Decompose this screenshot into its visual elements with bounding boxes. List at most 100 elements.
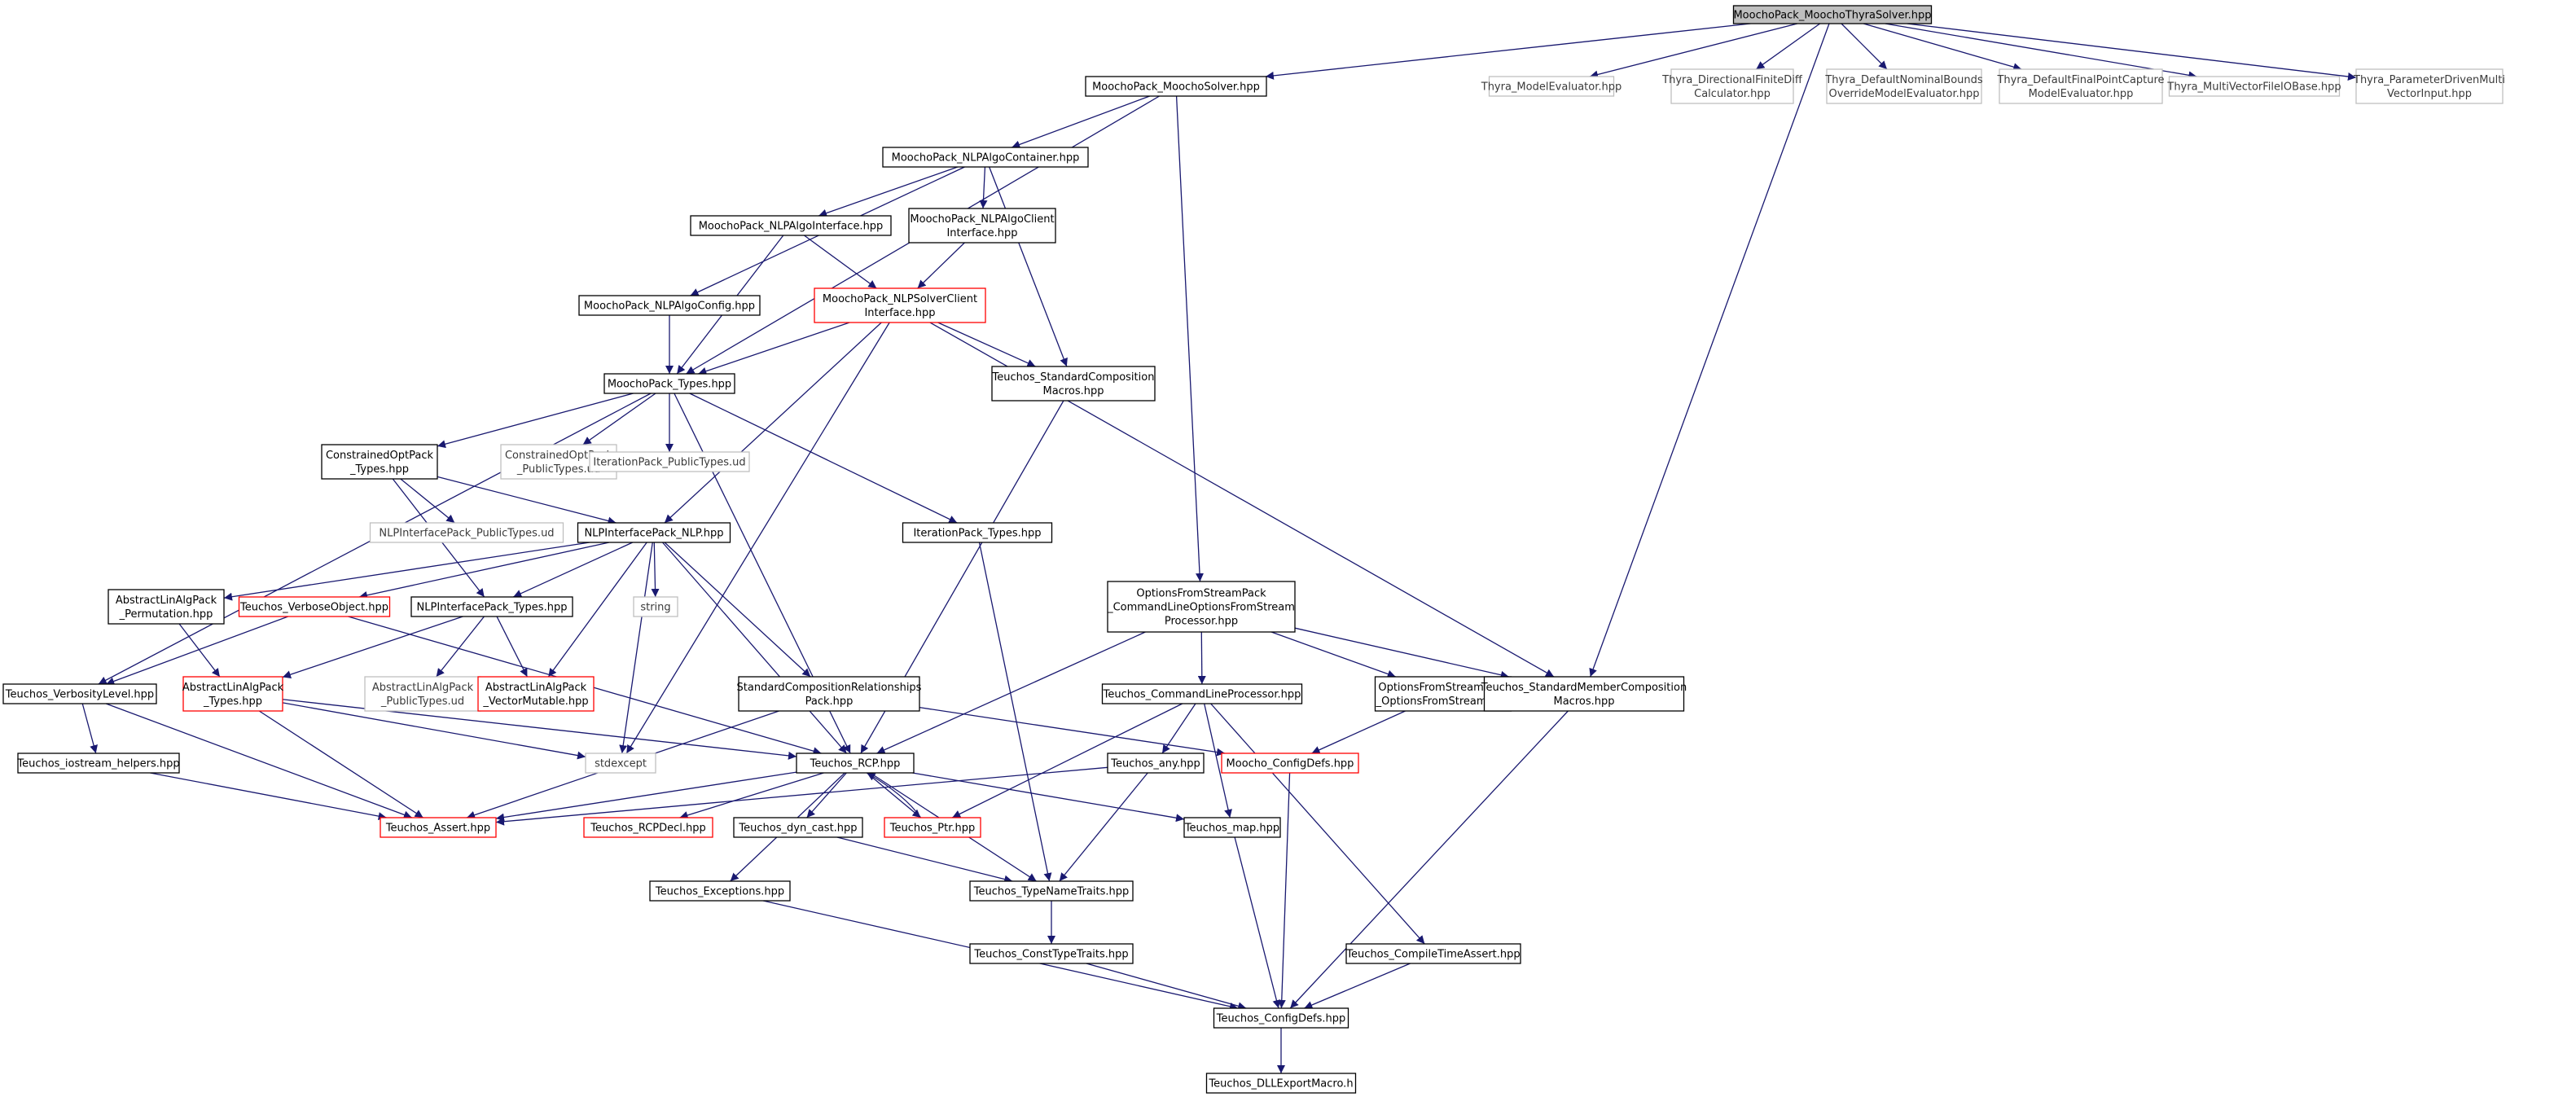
node-box-solver — [1085, 76, 1267, 97]
node-box-verbose_obj — [238, 596, 391, 617]
node-any[interactable]: Teuchos_any.hpp — [1107, 753, 1205, 774]
node-exceptions[interactable]: Teuchos_Exceptions.hpp — [649, 880, 791, 902]
node-iostream_helpers[interactable]: Teuchos_iostream_helpers.hpp — [16, 753, 180, 774]
node-const_type[interactable]: Teuchos_ConstTypeTraits.hpp — [969, 943, 1134, 964]
node-solver[interactable]: MoochoPack_MoochoSolver.hpp — [1085, 76, 1267, 97]
edge-moocho_config-to-config_defs — [1277, 772, 1291, 1009]
node-dyn_cast[interactable]: Teuchos_dyn_cast.hpp — [733, 817, 863, 838]
node-box-solver_client — [814, 287, 986, 323]
node-copt_types[interactable]: ConstrainedOptPack_Types.hpp — [321, 444, 438, 480]
node-box-iter_public — [589, 451, 750, 472]
node-iter_types[interactable]: IterationPack_Types.hpp — [902, 522, 1053, 543]
edge-ofs_clo-to-ofs_ofs — [1270, 631, 1396, 678]
node-label-verbosity: Teuchos_VerbosityLevel.hpp — [5, 689, 154, 701]
node-label-thyra_me: Thyra_ModelEvaluator.hpp — [1481, 81, 1622, 94]
node-algo_config[interactable]: MoochoPack_NLPAlgoConfig.hpp — [578, 295, 761, 316]
node-label-iostream_helpers: Teuchos_iostream_helpers.hpp — [16, 758, 179, 770]
node-config_defs[interactable]: Teuchos_ConfigDefs.hpp — [1213, 1007, 1349, 1029]
edge-root-to-thyra_dfp — [1863, 23, 2022, 72]
node-label-ofs_clo: OptionsFromStreamPack — [1136, 588, 1266, 600]
node-box-rcp_decl — [583, 817, 713, 838]
node-thyra_pdm: Thyra_ParameterDrivenMultiVectorInput.hp… — [2353, 68, 2505, 104]
node-verbosity[interactable]: Teuchos_VerbosityLevel.hpp — [2, 683, 157, 704]
node-compile_assert[interactable]: Teuchos_CompileTimeAssert.hpp — [1345, 943, 1521, 964]
node-label-std_member_macros: Macros.hpp — [1554, 695, 1615, 708]
node-nlp_types[interactable]: NLPInterfacePack_Types.hpp — [410, 596, 573, 617]
node-label-thyra_dfp: Thyra_DefaultFinalPointCapture — [1996, 74, 2164, 86]
node-box-verbosity — [2, 683, 157, 704]
node-dll_export[interactable]: Teuchos_DLLExportMacro.h — [1205, 1073, 1357, 1094]
edge-verbosity-to-iostream_helpers — [81, 703, 98, 754]
node-box-stdexcept — [585, 753, 656, 774]
node-label-dll_export: Teuchos_DLLExportMacro.h — [1208, 1078, 1353, 1090]
node-nlp_public: NLPInterfacePack_PublicTypes.ud — [369, 522, 564, 543]
node-ala_types[interactable]: AbstractLinAlgPack_Types.hpp — [182, 676, 284, 712]
node-box-rcp — [796, 753, 915, 774]
node-ptr[interactable]: Teuchos_Ptr.hpp — [884, 817, 981, 838]
node-box-map — [1183, 817, 1281, 838]
node-rcp[interactable]: Teuchos_RCP.hpp — [796, 753, 915, 774]
node-ala_perm[interactable]: AbstractLinAlgPack_Permutation.hpp — [108, 589, 225, 625]
node-box-exceptions — [649, 880, 791, 902]
node-label-types: MoochoPack_Types.hpp — [608, 379, 731, 391]
node-algo_interface[interactable]: MoochoPack_NLPAlgoInterface.hpp — [690, 215, 892, 236]
node-label-copt_public: ConstrainedOptPack — [505, 450, 613, 462]
node-root[interactable]: MoochoPack_MoochoThyraSolver.hpp — [1732, 5, 1933, 24]
node-box-thyra_me — [1488, 76, 1615, 97]
node-box-dll_export — [1205, 1073, 1357, 1094]
node-assert[interactable]: Teuchos_Assert.hpp — [380, 817, 497, 838]
node-box-ala_types — [182, 676, 283, 712]
node-rcp_decl[interactable]: Teuchos_RCPDecl.hpp — [583, 817, 713, 838]
node-box-nlp — [577, 522, 731, 543]
node-algo_container[interactable]: MoochoPack_NLPAlgoContainer.hpp — [882, 147, 1089, 168]
node-label-scr_pack: StandardCompositionRelationships — [737, 682, 922, 694]
edge-std_member_macros-to-config_defs — [1289, 710, 1569, 1009]
node-box-std_member_macros — [1483, 676, 1685, 712]
node-box-scr_pack — [738, 676, 920, 712]
edge-nlp-to-rcp — [661, 542, 848, 754]
node-std_member_macros[interactable]: Teuchos_StandardMemberCompositionMacros.… — [1481, 676, 1687, 712]
edge-nlp-to-scr_pack — [664, 542, 811, 678]
edge-root-to-thyra_dnb — [1841, 23, 1888, 70]
node-box-root — [1732, 5, 1933, 24]
node-ala_vecmut[interactable]: AbstractLinAlgPack_VectorMutable.hpp — [477, 676, 595, 712]
node-label-thyra_dfp: ModelEvaluator.hpp — [2029, 88, 2134, 100]
node-label-ptr: Teuchos_Ptr.hpp — [889, 823, 976, 835]
node-label-copt_types: ConstrainedOptPack — [326, 450, 434, 462]
edge-ofs_clo-to-rcp — [876, 631, 1146, 754]
edge-types-to-copt_public — [582, 393, 656, 445]
node-box-types — [603, 373, 735, 394]
node-box-type_name — [969, 880, 1134, 902]
node-ofs_clo[interactable]: OptionsFromStreamPack_CommandLineOptions… — [1107, 581, 1296, 633]
node-types[interactable]: MoochoPack_Types.hpp — [603, 373, 735, 394]
node-clp[interactable]: Teuchos_CommandLineProcessor.hpp — [1101, 683, 1303, 704]
node-thyra_mvf: Thyra_MultiVectorFileIOBase.hpp — [2166, 76, 2341, 97]
edge-nlp-to-string — [651, 542, 660, 598]
node-type_name[interactable]: Teuchos_TypeNameTraits.hpp — [969, 880, 1134, 902]
node-label-root: MoochoPack_MoochoThyraSolver.hpp — [1733, 10, 1931, 22]
node-label-ala_public: AbstractLinAlgPack — [372, 682, 474, 694]
edge-clp-to-compile_assert — [1210, 703, 1425, 945]
node-map[interactable]: Teuchos_map.hpp — [1183, 817, 1281, 838]
node-label-std_comp_macros: Teuchos_StandardComposition — [992, 371, 1155, 384]
edge-iostream_helpers-to-assert — [150, 772, 387, 821]
node-box-std_comp_macros — [991, 366, 1156, 402]
node-moocho_config[interactable]: Moocho_ConfigDefs.hpp — [1221, 753, 1359, 774]
node-nlp[interactable]: NLPInterfacePack_NLP.hpp — [577, 522, 731, 543]
edge-nlp-to-verbose_obj — [358, 542, 610, 599]
node-ala_public: AbstractLinAlgPack_PublicTypes.ud — [364, 676, 481, 712]
edge-root-to-thyra_me — [1589, 23, 1798, 79]
edge-copt_types-to-nlp_public — [400, 478, 455, 524]
node-thyra_dfd: Thyra_DirectionalFiniteDiffCalculator.hp… — [1661, 68, 1803, 104]
node-label-stdexcept: stdexcept — [595, 758, 647, 770]
node-label-algo_interface: MoochoPack_NLPAlgoInterface.hpp — [699, 221, 884, 233]
node-verbose_obj[interactable]: Teuchos_VerboseObject.hpp — [238, 596, 391, 617]
node-label-thyra_mvf: Thyra_MultiVectorFileIOBase.hpp — [2166, 81, 2341, 94]
node-box-thyra_mvf — [2168, 76, 2341, 97]
edge-rcp-to-map — [912, 772, 1185, 823]
node-label-thyra_pdm: VectorInput.hpp — [2387, 88, 2472, 100]
